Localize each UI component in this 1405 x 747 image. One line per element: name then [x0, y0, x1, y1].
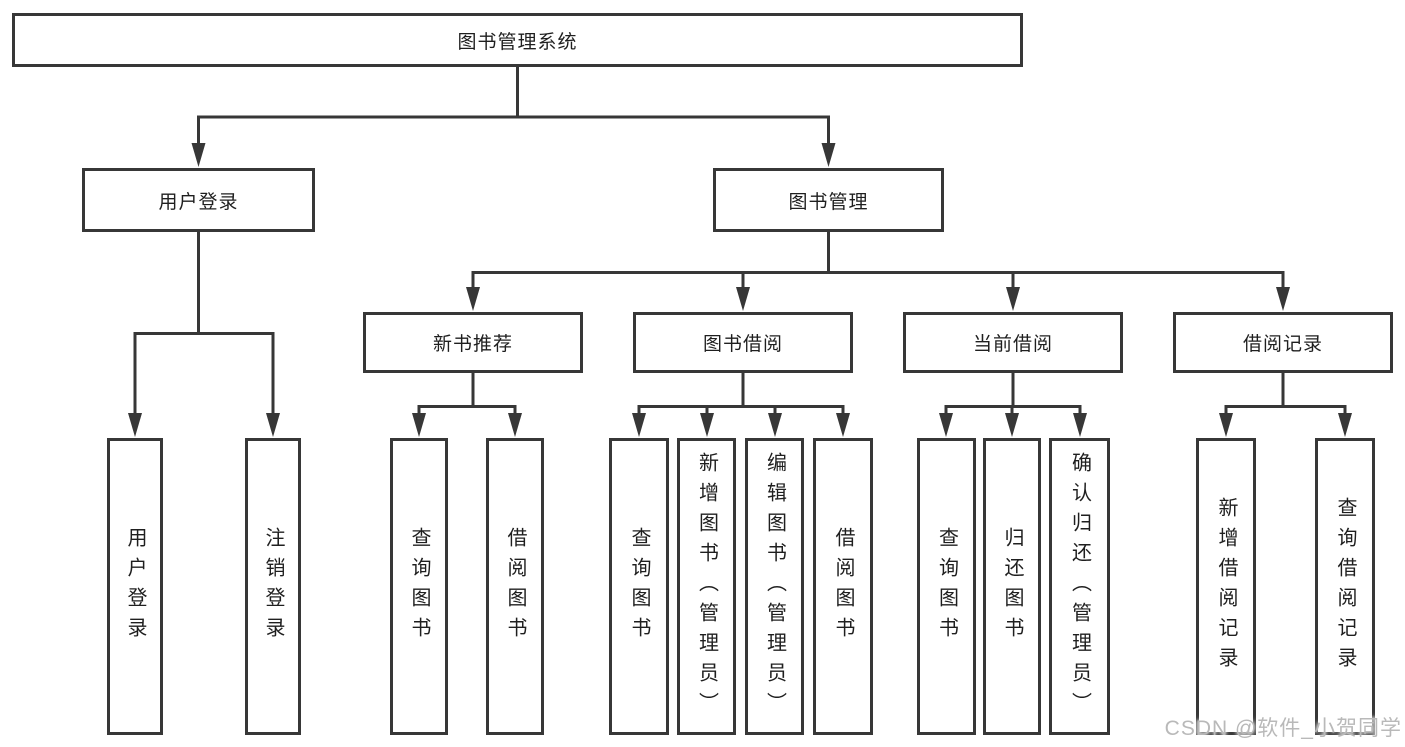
arrowhead — [1276, 287, 1290, 311]
watermark-text: CSDN @软件_小贺同学 — [1164, 717, 1402, 740]
leaf-query-books-borrowing: 查询图书 — [609, 438, 669, 735]
arrowhead — [821, 143, 836, 167]
arrowhead — [1219, 413, 1233, 437]
leaf-borrow-books: 借阅图书 — [813, 438, 873, 735]
arrowhead — [700, 413, 714, 437]
arrowhead — [1005, 413, 1019, 437]
arrowhead — [1073, 413, 1087, 437]
arrowhead — [128, 413, 142, 437]
connector-book-borrowing-group — [637, 373, 845, 415]
arrowhead — [836, 413, 850, 437]
arrowhead — [939, 413, 953, 437]
node-current-borrowing: 当前借阅 — [903, 312, 1123, 373]
leaf-borrow-books-recommend: 借阅图书 — [486, 438, 544, 735]
leaf-edit-books-admin: 编辑图书（管理员） — [745, 438, 804, 735]
arrowhead — [632, 413, 646, 437]
node-book-borrowing: 图书借阅 — [633, 312, 853, 373]
arrowhead — [1006, 287, 1020, 311]
connector-user-login-group — [133, 232, 275, 415]
arrowhead — [466, 287, 480, 311]
node-user-login: 用户登录 — [82, 168, 315, 232]
leaf-query-borrow-record: 查询借阅记录 — [1315, 438, 1375, 735]
arrowheads — [128, 143, 1352, 437]
connector-new-book-group — [417, 373, 517, 415]
leaf-user-login: 用户登录 — [107, 438, 163, 735]
node-borrowing-records: 借阅记录 — [1173, 312, 1393, 373]
arrowhead — [191, 143, 206, 167]
leaf-add-borrow-record: 新增借阅记录 — [1196, 438, 1256, 735]
leaf-add-books-admin: 新增图书（管理员） — [677, 438, 736, 735]
leaf-query-books-recommend: 查询图书 — [390, 438, 448, 735]
connector-root — [197, 67, 830, 145]
arrowhead — [508, 413, 522, 437]
arrowhead — [1338, 413, 1352, 437]
node-book-management: 图书管理 — [713, 168, 944, 232]
leaf-return-books: 归还图书 — [983, 438, 1041, 735]
connector-current-borrowing-group — [944, 373, 1082, 415]
leaf-logout: 注销登录 — [245, 438, 301, 735]
connector-borrowing-records-group — [1224, 373, 1347, 415]
node-library-system: 图书管理系统 — [12, 13, 1023, 67]
leaf-query-books-current: 查询图书 — [917, 438, 976, 735]
arrowhead — [412, 413, 426, 437]
leaf-confirm-return-admin: 确认归还（管理员） — [1049, 438, 1110, 735]
connector-book-management-group — [471, 232, 1285, 290]
arrowhead — [266, 413, 280, 437]
node-new-book-recommend: 新书推荐 — [363, 312, 583, 373]
arrowhead — [768, 413, 782, 437]
arrowhead — [736, 287, 750, 311]
